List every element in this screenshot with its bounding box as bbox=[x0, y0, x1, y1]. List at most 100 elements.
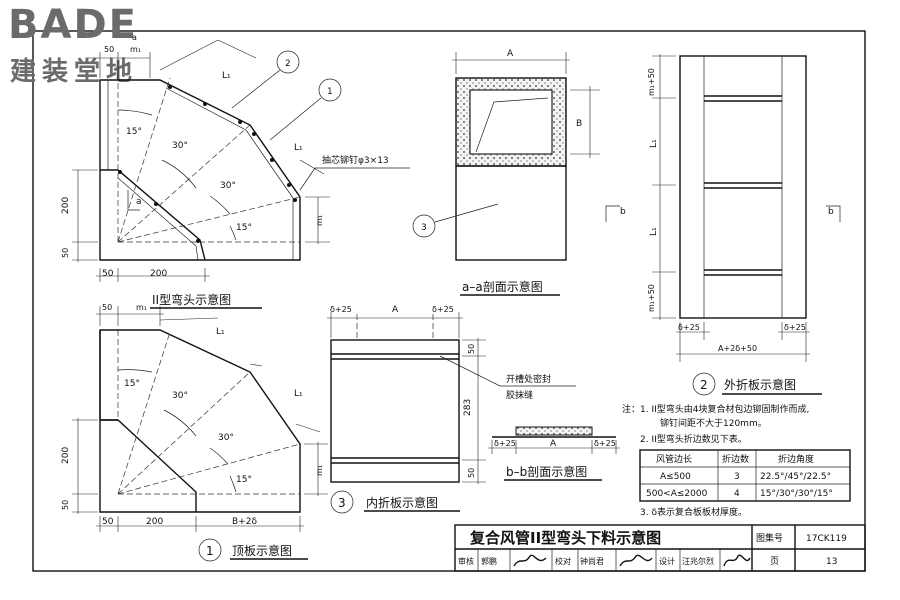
page-label: 页 bbox=[770, 556, 779, 567]
notes-block: 注： 1. II型弯头由4块复合材包边铆固制作而成, 铆钉间距不大于120mm。… bbox=[622, 403, 851, 518]
top-angle-rays bbox=[117, 331, 301, 495]
top-angle-4: 15° bbox=[236, 475, 252, 485]
top-board-inner bbox=[100, 419, 197, 512]
fold-table-r1c1: A≤500 bbox=[660, 472, 691, 482]
note-1a: 1. II型弯头由4块复合材包边铆固制作而成, bbox=[640, 403, 809, 415]
top-dim-h200: 200 bbox=[61, 447, 71, 464]
outer-dim-lines bbox=[652, 54, 810, 362]
inner-dim-h50-top: 50 bbox=[467, 344, 476, 354]
top-angle-2: 30° bbox=[172, 391, 188, 401]
inner-dim-d25-right: δ+25 bbox=[432, 305, 454, 314]
inner-title: 内折板示意图 bbox=[366, 495, 438, 510]
design-label: 设计 bbox=[659, 556, 675, 566]
outer-section-mark-right bbox=[826, 205, 841, 222]
bb-dim-lines bbox=[488, 440, 620, 454]
section-mark-a-label: a bbox=[136, 197, 142, 207]
drawing-title: 复合风管II型弯头下料示意图 bbox=[469, 529, 661, 547]
fold-table-header-3: 折边角度 bbox=[778, 453, 814, 465]
outer-slot-lines bbox=[704, 95, 782, 276]
dim-w50: 50 bbox=[102, 269, 114, 279]
note-3: 3. δ表示复合板板材厚度。 bbox=[640, 506, 747, 518]
outer-dim-l1b: L₁ bbox=[649, 227, 659, 236]
top-number-circle bbox=[198, 538, 222, 562]
dim-m1: m₁ bbox=[130, 45, 141, 54]
top-board-outline bbox=[99, 329, 301, 513]
top-number: 1 bbox=[206, 544, 214, 558]
fold-table-header-1: 风管边长 bbox=[656, 453, 692, 465]
fold-table-header-2: 折边数 bbox=[722, 453, 749, 465]
view-bb-title: b–b剖面示意图 bbox=[506, 464, 587, 479]
logo-subtitle: 建装堂地 bbox=[10, 57, 138, 87]
reviewer-name: 郭鹏 bbox=[481, 556, 497, 566]
angle-rays bbox=[117, 70, 301, 243]
top-angle-1: 15° bbox=[124, 379, 140, 389]
top-dim-lines bbox=[72, 306, 328, 532]
reviewer-signature bbox=[513, 554, 547, 567]
outer-dim-d25-left: δ+25 bbox=[678, 323, 700, 332]
outer-dim-l1a: L₁ bbox=[649, 139, 659, 148]
elbow-inner-liner bbox=[117, 177, 199, 261]
aa-dim-lines bbox=[452, 52, 600, 158]
outer-section-mark-right-label: b bbox=[828, 207, 834, 217]
elbow-inner-wall bbox=[100, 169, 206, 261]
top-dim-l1b: L₁ bbox=[294, 389, 303, 399]
inner-dim-h283: 283 bbox=[463, 399, 473, 416]
inner-dim-h50-bot: 50 bbox=[467, 468, 476, 478]
review-label: 审核 bbox=[458, 556, 474, 566]
fold-table-r1c2: 3 bbox=[734, 472, 740, 482]
aa-callout-3-label: 3 bbox=[421, 223, 427, 233]
aa-dim-a: A bbox=[507, 49, 514, 59]
callout-2-leader bbox=[231, 69, 281, 109]
title-block-frame bbox=[454, 524, 866, 572]
outer-section-mark-left bbox=[605, 205, 620, 222]
top-title: 顶板示意图 bbox=[232, 543, 292, 558]
checker-signature bbox=[619, 554, 653, 567]
view-aa-section: A B 3 a–a剖面示意图 bbox=[412, 49, 600, 296]
angle-label-4: 15° bbox=[236, 223, 252, 233]
title-block: 复合风管II型弯头下料示意图 图集号 17CK119 审核 郭鹏 校对 钟尚君 … bbox=[454, 524, 866, 572]
view-aa-title: a–a剖面示意图 bbox=[462, 279, 543, 294]
top-angle-3: 30° bbox=[218, 433, 234, 443]
aa-dim-b: B bbox=[576, 119, 582, 129]
top-dim-b200: 200 bbox=[146, 517, 163, 527]
bb-foam bbox=[515, 426, 593, 436]
dim-top-50: 50 bbox=[104, 45, 114, 54]
sheet-frame bbox=[32, 30, 866, 572]
fold-table-r2c2: 4 bbox=[734, 489, 740, 499]
inner-slot-lines bbox=[331, 353, 459, 464]
inner-dim-a: A bbox=[392, 305, 399, 315]
dim-l1-top: L₁ bbox=[222, 71, 231, 81]
dim-l1-side: L₁ bbox=[294, 143, 303, 153]
section-mark-a-top: a bbox=[132, 33, 137, 42]
elbow-rivets bbox=[118, 85, 297, 243]
callout-2-label: 2 bbox=[285, 59, 291, 69]
designer-name: 汪兆尔烈 bbox=[682, 556, 714, 566]
dim-h200: 200 bbox=[61, 197, 71, 214]
atlas-number: 17CK119 bbox=[806, 534, 847, 544]
top-dim-b50: 50 bbox=[102, 517, 114, 527]
outer-board-outline bbox=[679, 55, 807, 319]
top-dim-b2d: B+2δ bbox=[232, 517, 257, 527]
view-ii-title: II型弯头示意图 bbox=[152, 292, 231, 307]
outer-title: 外折板示意图 bbox=[724, 377, 796, 392]
elbow-inner-wall-2 bbox=[107, 80, 294, 260]
elbow-dim-lines bbox=[72, 39, 330, 282]
top-angle-arcs bbox=[117, 369, 237, 493]
inner-dim-lines bbox=[327, 312, 486, 484]
outer-dim-m1-50-bot: m₁+50 bbox=[647, 284, 656, 312]
outer-section-mark-left-label: b bbox=[620, 207, 626, 217]
aa-lower-panel bbox=[455, 165, 567, 261]
notes-lead: 注： bbox=[622, 403, 640, 415]
top-dim-l1: L₁ bbox=[216, 327, 225, 337]
seal-note-2: 胶抹缝 bbox=[506, 389, 533, 401]
fold-table-r1c3: 22.5°/45°/22.5° bbox=[760, 472, 831, 482]
callout-1-leader bbox=[269, 97, 322, 141]
seal-leader bbox=[439, 355, 576, 387]
seal-note-1: 开槽处密封 bbox=[506, 373, 551, 385]
angle-label-3: 30° bbox=[220, 181, 236, 191]
fold-table-r2c3: 15°/30°/30°/15° bbox=[760, 489, 833, 499]
atlas-label: 图集号 bbox=[756, 532, 783, 544]
fold-table-r2c1: 500<A≤2000 bbox=[646, 489, 708, 499]
top-dim-h50: 50 bbox=[61, 500, 70, 510]
